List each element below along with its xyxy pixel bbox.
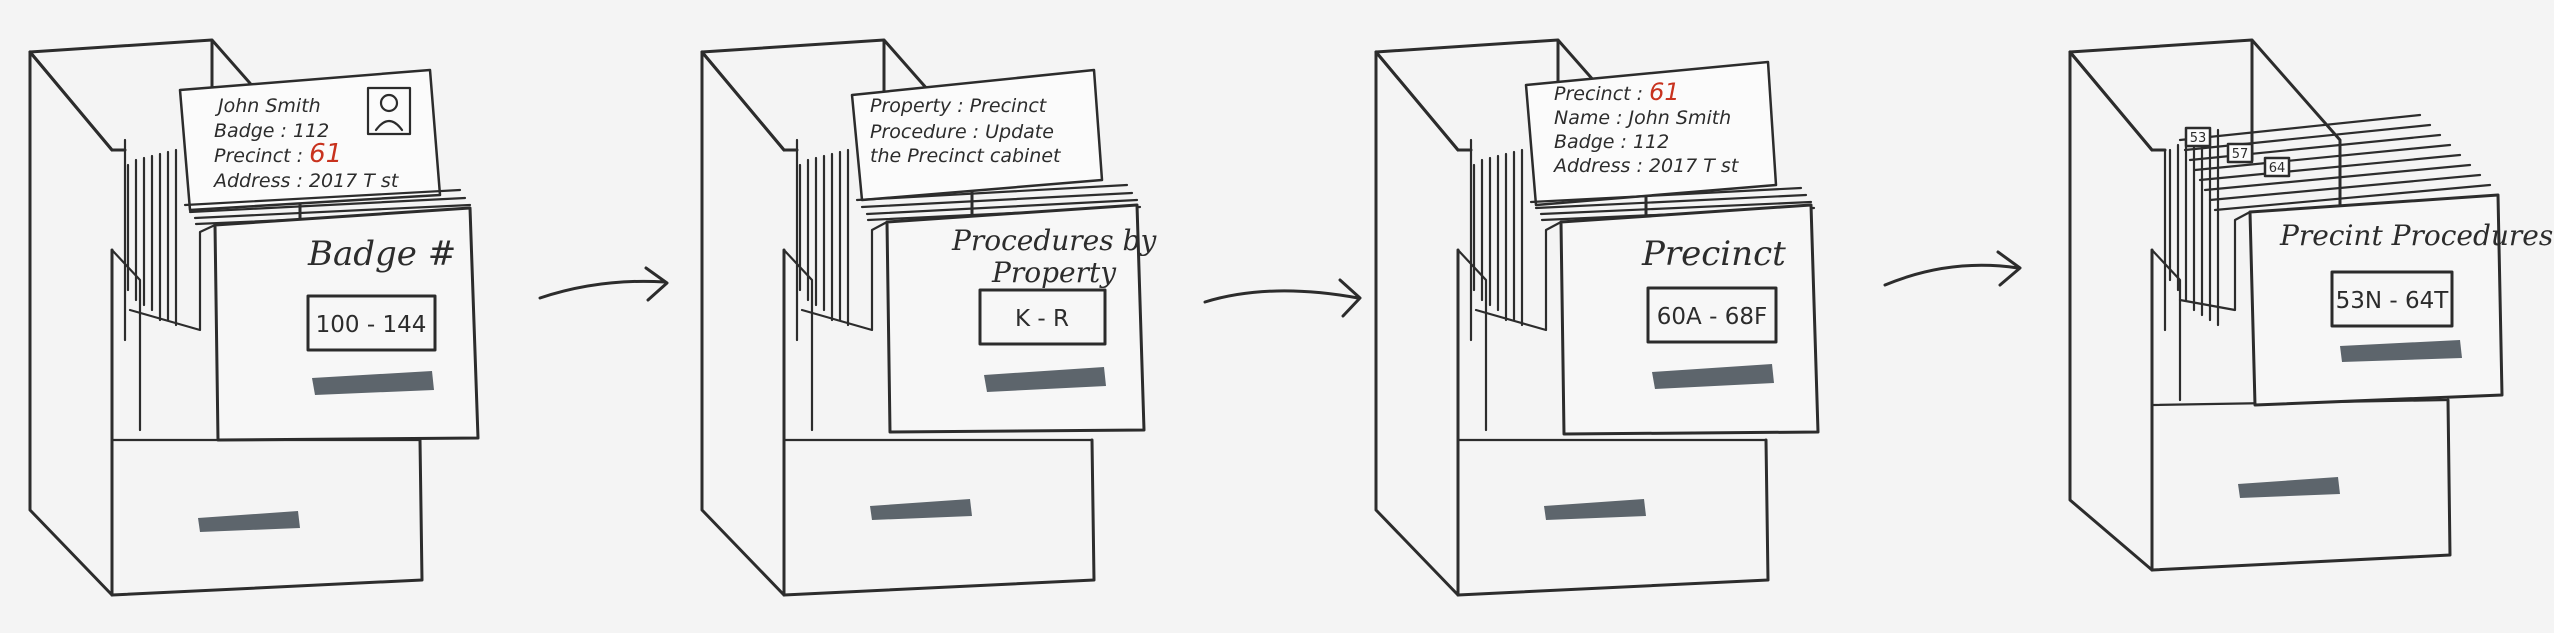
portrait-shoulders: [374, 119, 404, 132]
card-line-1: Precinct : 61: [1554, 78, 1680, 106]
tabbed-folders: [2178, 113, 2492, 212]
card-line-2: Name : John Smith: [1554, 107, 1731, 129]
cabinet-top: [28, 50, 127, 152]
file-folders: [2168, 128, 2220, 327]
folder-tab-label-2: 57: [2232, 147, 2249, 162]
cabinet-procedures: Property : Precinct Procedure : Update t…: [700, 38, 1157, 597]
arrow-1: [538, 266, 669, 302]
drawer-label-frame: [306, 294, 437, 352]
card-line-3: Precinct : 61: [214, 139, 342, 169]
cabinet-top: [1374, 50, 1473, 152]
lower-drawer-handle: [1544, 499, 1646, 520]
drawer-label: 60A - 68F: [1657, 304, 1767, 330]
drawer-label-frame: [2330, 270, 2454, 328]
cabinet-precinct-procedures: 53 57 64 Precint Procedures 53N - 64T: [2068, 38, 2553, 572]
drawer-label-frame: [1646, 286, 1778, 344]
card-line-4: Address : 2017 T st: [1552, 155, 1740, 177]
cabinet-top: [2068, 50, 2167, 152]
cabinet-badge: John Smith Badge : 112 Precinct : 61 Add…: [28, 38, 480, 597]
cabinet-inner-back: [1456, 138, 1768, 442]
card-stack: [855, 183, 1142, 222]
drawer-title: Precinct: [1641, 234, 1786, 274]
drawer-side: [800, 220, 889, 332]
drawer-handle: [312, 371, 434, 395]
drawer-handle: [984, 367, 1106, 392]
drawer-label: 100 - 144: [316, 312, 427, 338]
drawer-title-line-1: Procedures by: [951, 224, 1157, 257]
card-line-3: the Precinct cabinet: [870, 145, 1062, 167]
card-line-4: Address : 2017 T st: [212, 170, 400, 192]
drawer-title-line-2: Property: [991, 256, 1117, 289]
cabinet-top: [700, 50, 799, 152]
file-folders: [126, 148, 178, 327]
cabinet-inner-back: [782, 138, 1094, 442]
folder-tab-label-1: 53: [2190, 131, 2207, 146]
folder-tab-3: [2263, 156, 2291, 178]
drawer-label-frame: [978, 288, 1107, 346]
lower-drawer-handle: [870, 499, 972, 520]
drawer-side: [128, 223, 217, 332]
portrait-head: [379, 93, 399, 113]
index-card: John Smith Badge : 112 Precinct : 61 Add…: [178, 68, 442, 212]
card-line-2: Procedure : Update: [870, 121, 1054, 143]
arrow-2: [1203, 278, 1362, 318]
index-card: Precinct : 61 Name : John Smith Badge : …: [1524, 60, 1778, 207]
card-stack: [183, 188, 472, 226]
folder-tab-2: [2226, 142, 2254, 164]
card-line-2: Badge : 112: [214, 120, 329, 142]
file-folders: [1472, 148, 1524, 327]
drawer-handle: [2340, 340, 2462, 362]
drawer-title: Precint Procedures: [2279, 219, 2553, 252]
card-line-1: John Smith: [214, 95, 321, 117]
drawer-label: 53N - 64T: [2336, 288, 2450, 314]
folder-tab-1: [2184, 126, 2212, 148]
drawer-label: K - R: [1015, 306, 1069, 332]
lower-drawer-handle: [198, 511, 300, 532]
card-line-1: Property : Precinct: [870, 95, 1048, 117]
drawer-title: Badge #: [307, 234, 456, 274]
cabinet-precinct: Precinct : 61 Name : John Smith Badge : …: [1374, 38, 1820, 597]
drawer-side: [2178, 210, 2252, 312]
lower-drawer-handle: [2238, 477, 2340, 498]
file-folders: [798, 148, 850, 327]
arrow-3: [1883, 250, 2022, 287]
index-card: Property : Precinct Procedure : Update t…: [850, 68, 1104, 202]
drawer-side: [1474, 220, 1563, 332]
folder-tab-label-3: 64: [2269, 161, 2286, 176]
drawer-handle: [1652, 364, 1774, 389]
card-stack: [1529, 186, 1816, 222]
portrait-icon: [366, 86, 412, 136]
card-line-3: Badge : 112: [1554, 131, 1669, 153]
